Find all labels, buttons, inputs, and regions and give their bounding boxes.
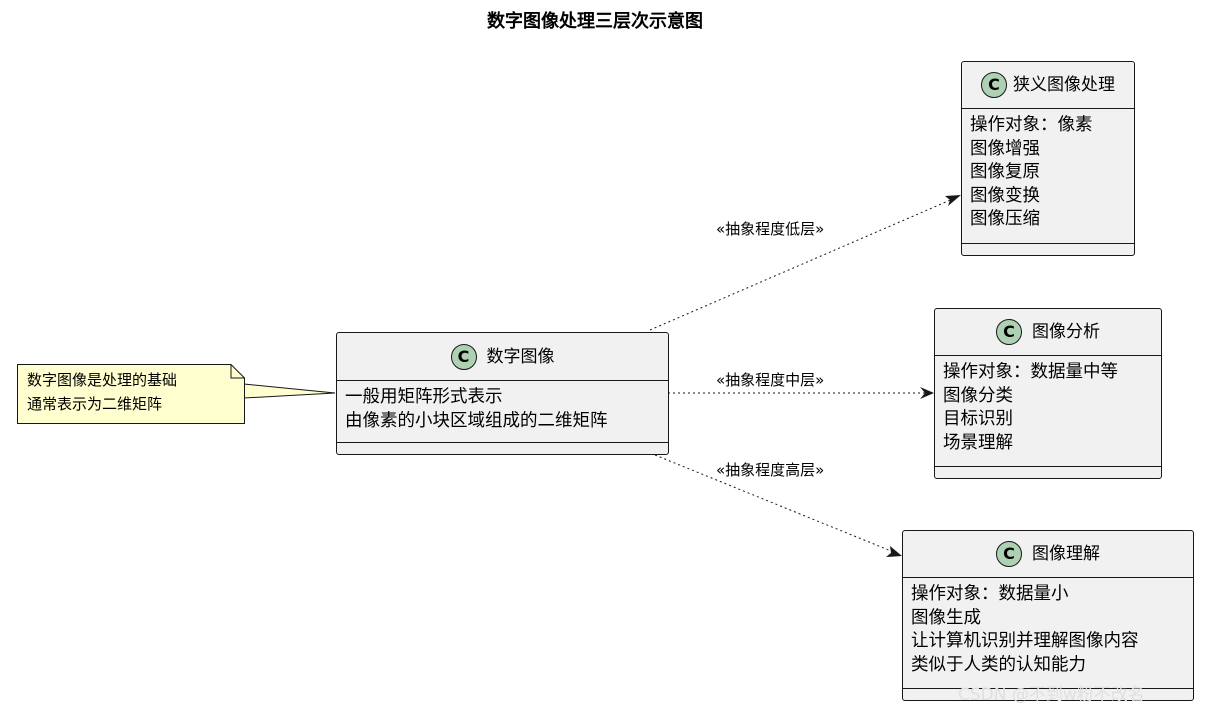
class-name: 数字图像 <box>486 346 555 367</box>
class-header: C 数字图像 <box>337 333 668 381</box>
class-member: 操作对象：数据量小 <box>911 584 1069 604</box>
watermark: CSDN @不到w粉不改名 <box>958 685 1145 705</box>
class-narrow-image-processing[interactable]: C 狭义图像处理 操作对象：像素 图像增强 图像复原 图像变换 图像压缩 <box>961 61 1135 256</box>
note-text: 数字图像是处理的基础 通常表示为二维矩阵 <box>27 368 177 416</box>
class-digital-image[interactable]: C 数字图像 一般用矩阵形式表示 由像素的小块区域组成的二维矩阵 <box>336 332 669 455</box>
edge-label-mid: «抽象程度中层» <box>716 371 825 389</box>
class-member: 图像压缩 <box>970 209 1040 229</box>
class-member: 操作对象：数据量中等 <box>943 362 1118 382</box>
edge-label-low: «抽象程度低层» <box>716 220 825 238</box>
edge-mid-level-arrowhead <box>920 387 934 399</box>
class-member: 操作对象：像素 <box>970 115 1093 135</box>
edge-low-level-arrowhead <box>945 195 961 206</box>
class-c-icon: C <box>996 541 1022 567</box>
class-methods-compartment <box>962 244 1134 255</box>
class-header: C 图像分析 <box>935 309 1161 356</box>
class-member: 由像素的小块区域组成的二维矩阵 <box>345 410 608 431</box>
class-image-analysis[interactable]: C 图像分析 操作对象：数据量中等 图像分类 目标识别 场景理解 <box>934 308 1162 479</box>
edge-low-level <box>649 197 956 331</box>
class-name: 图像分析 <box>1032 322 1100 342</box>
class-members: 操作对象：数据量中等 图像分类 目标识别 场景理解 <box>935 356 1161 467</box>
class-member: 类似于人类的认知能力 <box>911 654 1086 675</box>
class-image-understanding[interactable]: C 图像理解 操作对象：数据量小 图像生成 让计算机识别并理解图像内容 类似于人… <box>902 530 1194 701</box>
note-connector <box>243 383 336 399</box>
class-name: 图像理解 <box>1032 544 1100 564</box>
class-members: 操作对象：像素 图像增强 图像复原 图像变换 图像压缩 <box>962 109 1134 244</box>
class-member: 一般用矩阵形式表示 <box>345 387 503 407</box>
class-header: C 狭义图像处理 <box>962 62 1134 109</box>
class-member: 图像生成 <box>911 607 981 628</box>
class-c-icon: C <box>996 319 1022 345</box>
class-members: 操作对象：数据量小 图像生成 让计算机识别并理解图像内容 类似于人类的认知能力 <box>903 578 1193 689</box>
class-members: 一般用矩阵形式表示 由像素的小块区域组成的二维矩阵 <box>337 381 668 443</box>
note-line: 通常表示为二维矩阵 <box>27 395 163 413</box>
class-member: 图像分类 <box>943 385 1013 406</box>
edge-high-level-arrowhead <box>886 546 902 557</box>
class-methods-compartment <box>337 443 668 454</box>
diagram-title: 数字图像处理三层次示意图 <box>487 11 703 32</box>
class-name: 狭义图像处理 <box>1013 75 1115 95</box>
class-header: C 图像理解 <box>903 531 1193 578</box>
edge-label-high: «抽象程度高层» <box>716 461 825 479</box>
class-methods-compartment <box>935 467 1161 478</box>
class-member: 场景理解 <box>943 432 1013 453</box>
class-member: 目标识别 <box>943 409 1013 429</box>
class-member: 图像增强 <box>970 138 1040 159</box>
class-c-icon: C <box>450 343 477 370</box>
class-member: 图像复原 <box>970 162 1040 182</box>
class-member: 让计算机识别并理解图像内容 <box>911 631 1139 651</box>
class-c-icon: C <box>981 72 1007 98</box>
class-member: 图像变换 <box>970 185 1040 206</box>
note-line: 数字图像是处理的基础 <box>27 371 178 389</box>
